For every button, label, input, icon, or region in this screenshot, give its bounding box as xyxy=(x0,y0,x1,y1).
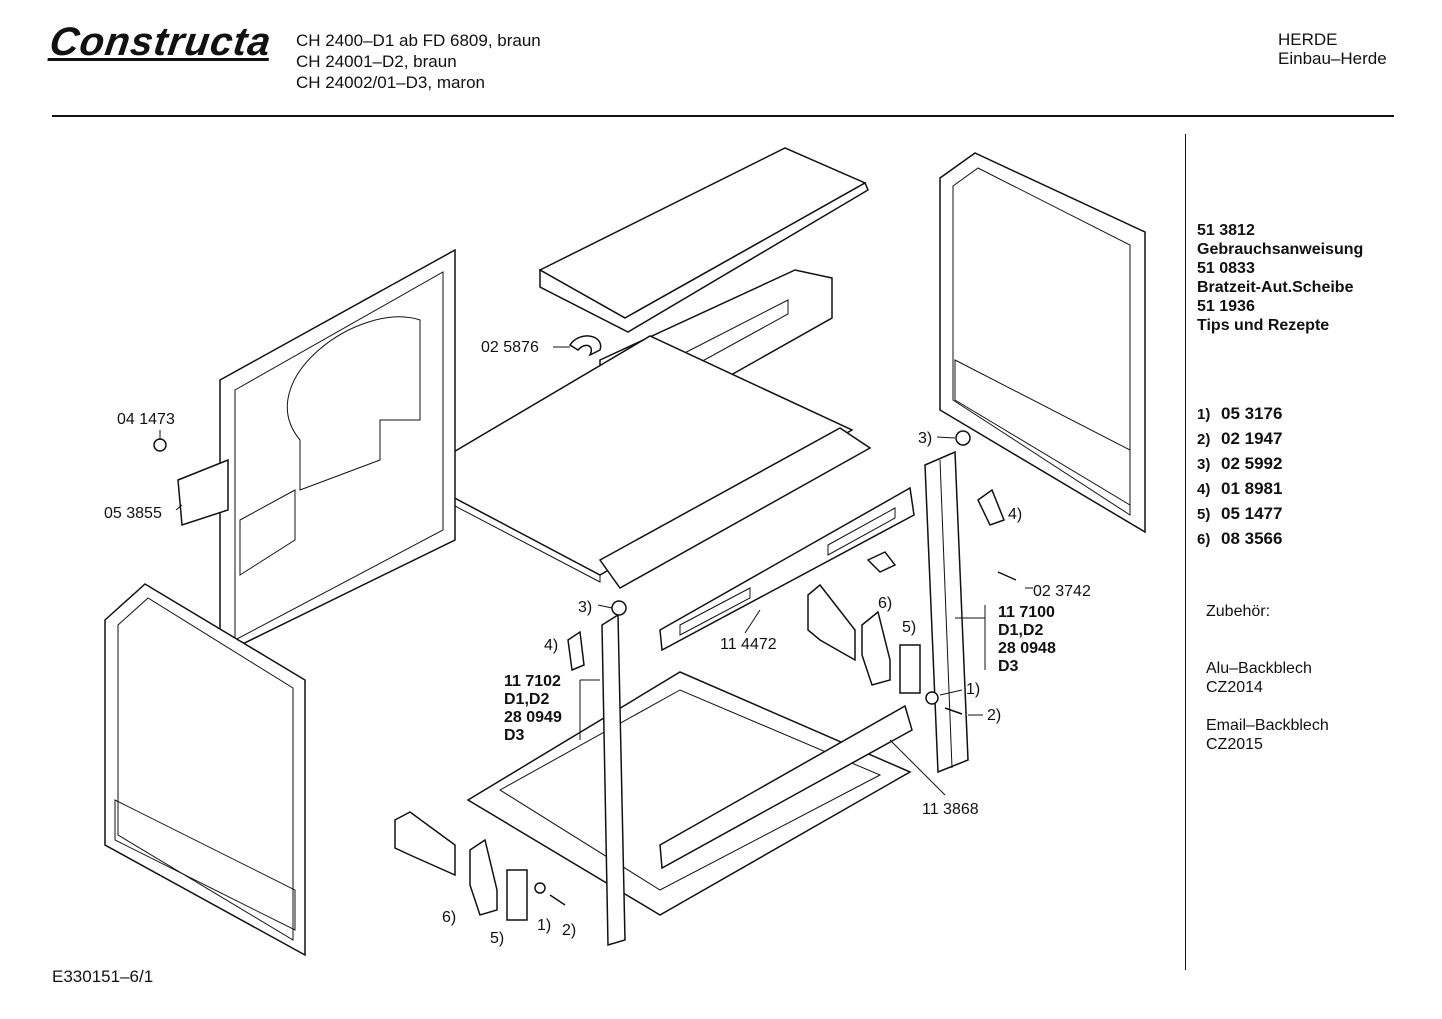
hinge-bracket-left xyxy=(394,811,528,921)
model-line: CH 24002/01–D3, maron xyxy=(296,73,486,92)
accessory-code: CZ2015 xyxy=(1206,736,1263,753)
callout-label: 11 7102 xyxy=(504,673,561,690)
callout-label: 2) xyxy=(987,707,1001,724)
right-post xyxy=(924,450,969,774)
callout-label: 11 4472 xyxy=(720,636,777,653)
doc-number: 51 1936 xyxy=(1197,298,1255,315)
model-list: CH 2400–D1 ab FD 6809, braun CH 24001–D2… xyxy=(296,30,541,93)
callout-label: 3) xyxy=(578,599,592,616)
doc-name: Gebrauchsanweisung xyxy=(1197,241,1364,258)
sidebar-divider xyxy=(1185,134,1186,970)
header-divider xyxy=(52,115,1394,117)
clip-part xyxy=(153,335,897,573)
doc-name: Bratzeit-Aut.Scheibe xyxy=(1197,279,1354,296)
callout-label: 4) xyxy=(544,637,558,654)
drawing-id: E330151–6/1 xyxy=(52,967,154,986)
callout-label: 04 1473 xyxy=(117,411,175,428)
top-cover-panel xyxy=(538,147,869,333)
callout-label: 28 0948 xyxy=(998,640,1056,657)
callout-label: D1,D2 xyxy=(504,691,549,708)
doc-number: 51 0833 xyxy=(1197,260,1255,277)
callout-label: 6) xyxy=(878,595,892,612)
callout-label: 11 7100 xyxy=(998,604,1055,621)
small-part-row: 5)05 1477 xyxy=(1197,504,1283,523)
category-title: HERDE xyxy=(1278,30,1338,49)
small-part-row: 3)02 5992 xyxy=(1197,454,1283,473)
small-parts-list: 1)05 3176 2)02 1947 3)02 5992 4)01 8981 … xyxy=(1197,404,1282,554)
callout-label: 1) xyxy=(537,917,551,934)
accessory-name: Alu–Backblech xyxy=(1206,660,1312,677)
model-line: CH 2400–D1 ab FD 6809, braun xyxy=(296,31,541,50)
accessory-item: Alu–Backblech CZ2014 xyxy=(1206,659,1312,697)
category-block: HERDE Einbau–Herde xyxy=(1278,30,1387,68)
callout-label: D1,D2 xyxy=(998,622,1043,639)
left-side-panel xyxy=(219,248,456,657)
callout-label: D3 xyxy=(998,658,1019,675)
callout-label: 02 5876 xyxy=(481,339,539,356)
callout-label: 5) xyxy=(490,930,504,947)
accessories-heading: Zubehör: xyxy=(1206,603,1271,620)
callout-label: D3 xyxy=(504,727,525,744)
accessory-name: Email–Backblech xyxy=(1206,717,1329,734)
documents-list: 51 3812 Gebrauchsanweisung 51 0833 Bratz… xyxy=(1197,221,1363,335)
left-post xyxy=(601,613,626,946)
callout-label: 2) xyxy=(562,922,576,939)
subcategory-title: Einbau–Herde xyxy=(1278,49,1387,68)
front-door-left xyxy=(104,583,306,957)
oven-plate xyxy=(411,335,872,589)
small-part-row: 2)02 1947 xyxy=(1197,429,1283,448)
small-part-row: 1)05 3176 xyxy=(1197,404,1283,423)
small-part-row: 6)08 3566 xyxy=(1197,529,1283,548)
doc-number: 51 3812 xyxy=(1197,222,1255,239)
callout-label: 4) xyxy=(1008,506,1022,523)
callout-label: 05 3855 xyxy=(104,505,162,522)
doc-name: Tips und Rezepte xyxy=(1197,317,1330,334)
right-door xyxy=(939,152,1146,534)
control-strip xyxy=(659,486,915,652)
small-part-row: 4)01 8981 xyxy=(1197,479,1283,498)
leader-lines xyxy=(159,346,1033,796)
callout-label: 1) xyxy=(966,681,980,698)
callout-label: 3) xyxy=(918,430,932,447)
callout-label: 11 3868 xyxy=(922,801,979,818)
hinge-bracket-right xyxy=(807,583,921,694)
callout-label: 02 3742 xyxy=(1033,583,1091,600)
corner-bracket xyxy=(567,488,1005,672)
callout-label: 6) xyxy=(442,909,456,926)
model-line: CH 24001–D2, braun xyxy=(296,52,457,71)
accessory-code: CZ2014 xyxy=(1206,679,1263,696)
accessory-item: Email–Backblech CZ2015 xyxy=(1206,716,1329,754)
callout-label: 28 0949 xyxy=(504,709,562,726)
callout-label: 5) xyxy=(902,619,916,636)
screw-parts xyxy=(534,430,1017,906)
